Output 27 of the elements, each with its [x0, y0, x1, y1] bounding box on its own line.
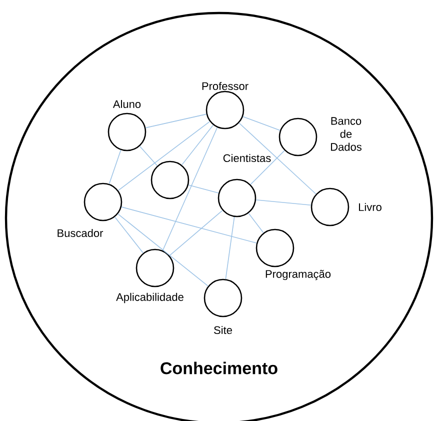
node-label: Livro	[358, 202, 382, 212]
node-label: Banco de Dados	[331, 117, 362, 151]
connector-line	[114, 216, 144, 254]
node-label: Site	[214, 326, 232, 334]
connector-line	[256, 199, 312, 206]
concept-circle	[150, 160, 190, 200]
connector-line	[181, 124, 214, 166]
node-label: Professor	[202, 82, 248, 90]
connector-line	[139, 146, 158, 166]
connector-line	[118, 121, 210, 191]
connector-line	[242, 116, 280, 131]
connector-line	[248, 212, 264, 234]
node-label: Programação	[266, 270, 331, 280]
node-label: Aplicabilidade	[116, 292, 184, 304]
connector-line	[225, 216, 235, 280]
connector-line	[162, 127, 218, 251]
connector-line	[188, 184, 219, 194]
connector-line	[121, 206, 257, 244]
connector-line	[250, 150, 285, 185]
connector-line	[169, 210, 223, 256]
connector-line	[145, 114, 207, 128]
node-label: Cientistas	[223, 154, 271, 162]
node-label: Buscador	[58, 228, 104, 238]
node-label: Aluno	[112, 100, 141, 108]
connector-line	[108, 150, 122, 184]
connector-line	[118, 214, 208, 286]
connector-line	[238, 122, 316, 194]
